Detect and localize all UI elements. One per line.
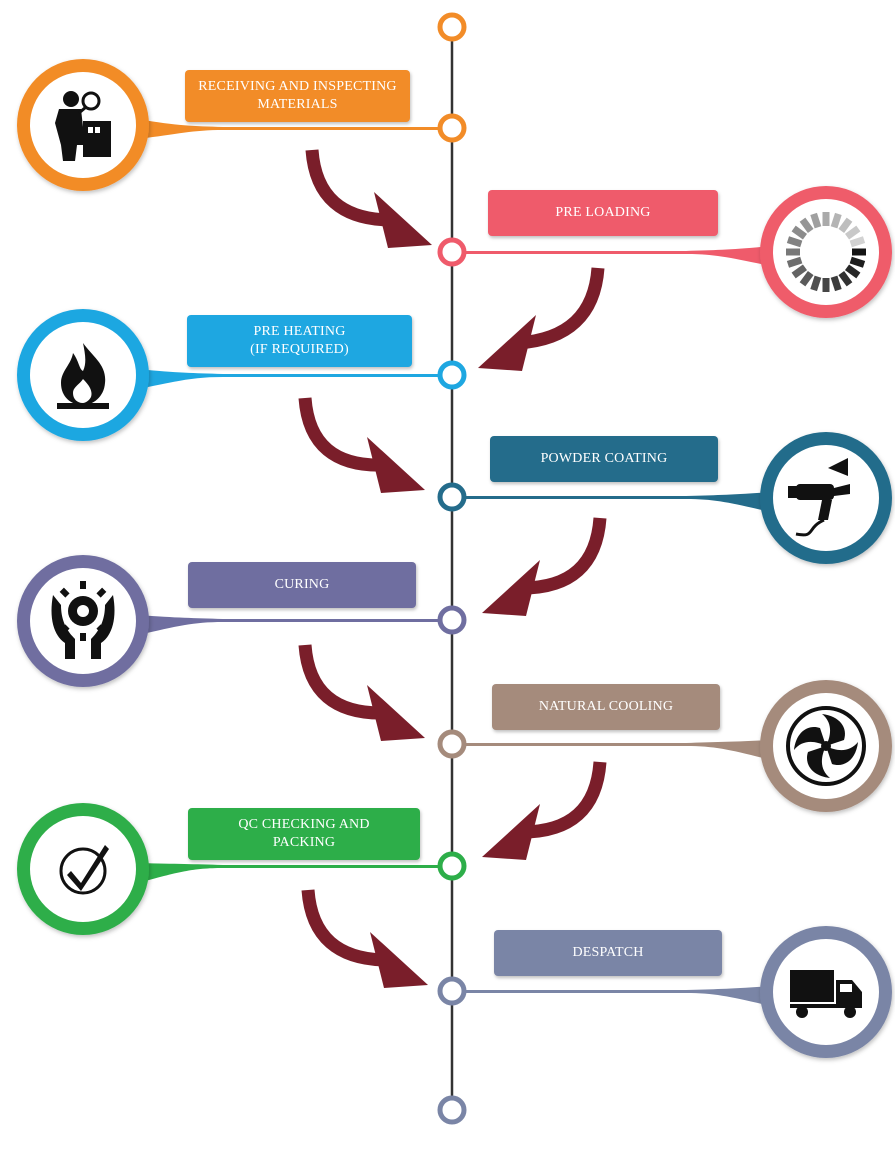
timeline-node-1 [437, 237, 467, 267]
flow-arrow-0 [305, 149, 432, 248]
step-connector-1 [452, 246, 771, 266]
timeline-node-7 [437, 976, 467, 1006]
fire-icon [57, 343, 109, 409]
step-connector-2 [138, 369, 452, 389]
flow-arrow-head-2 [367, 437, 425, 493]
step-label-pre-heating: PRE HEATING (IF REQUIRED) [187, 315, 412, 367]
check-circle-icon [59, 845, 109, 895]
step-connector-6 [138, 863, 452, 883]
step-circle-inner-1 [773, 199, 879, 305]
timeline-node-0 [437, 113, 467, 143]
flow-arrow-head-1 [478, 315, 536, 371]
inspector-icon [55, 91, 111, 161]
truck-icon [790, 970, 862, 1018]
flow-arrow-1 [478, 267, 605, 371]
timeline-node-3 [437, 482, 467, 512]
step-connector-4 [138, 615, 452, 635]
step-label-curing: CURING [188, 562, 416, 608]
step-circle-inner-6 [30, 816, 136, 922]
spray-gun-icon [788, 458, 850, 537]
flow-arrow-shaft-1 [517, 267, 605, 350]
timeline-node-6 [437, 851, 467, 881]
timeline-end-node [437, 1095, 467, 1125]
step-connector-7 [452, 986, 771, 1006]
step-label-natural-cooling: NATURAL COOLING [492, 684, 720, 730]
flow-arrow-3 [482, 517, 607, 616]
step-group-1 [437, 186, 892, 318]
flow-arrow-shaft-5 [521, 761, 607, 839]
step-connector-0 [138, 119, 452, 139]
flow-arrow-shaft-3 [521, 517, 607, 595]
flow-arrow-head-4 [367, 685, 425, 741]
timeline-node-2 [437, 360, 467, 390]
hands-gear-icon [51, 581, 115, 659]
step-group-6 [17, 803, 467, 935]
flow-arrow-shaft-4 [298, 644, 386, 720]
flow-arrow-shaft-0 [305, 149, 393, 227]
flow-arrow-5 [482, 761, 607, 860]
flow-arrow-head-5 [482, 804, 540, 860]
flow-arrow-shaft-6 [301, 889, 389, 967]
timeline-node-5 [437, 729, 467, 759]
timeline-start-node [437, 12, 467, 42]
loading-spinner-icon [786, 212, 866, 292]
flow-arrow-shaft-2 [298, 397, 386, 472]
step-label-despatch: DESPATCH [494, 930, 722, 976]
step-connector-5 [452, 740, 771, 760]
step-label-qc-checking: QC CHECKING AND PACKING [188, 808, 420, 860]
step-label-receiving: RECEIVING AND INSPECTING MATERIALS [185, 70, 410, 122]
flow-arrow-6 [301, 889, 428, 988]
flow-arrow-head-0 [374, 192, 432, 248]
flow-arrow-head-6 [370, 932, 428, 988]
flow-arrow-head-3 [482, 560, 540, 616]
step-connector-3 [452, 492, 771, 512]
fan-icon [786, 706, 866, 786]
flow-arrow-2 [298, 397, 425, 493]
step-label-powder-coating: POWDER COATING [490, 436, 718, 482]
flow-arrow-4 [298, 644, 425, 741]
step-label-pre-loading: PRE LOADING [488, 190, 718, 236]
timeline-node-4 [437, 605, 467, 635]
